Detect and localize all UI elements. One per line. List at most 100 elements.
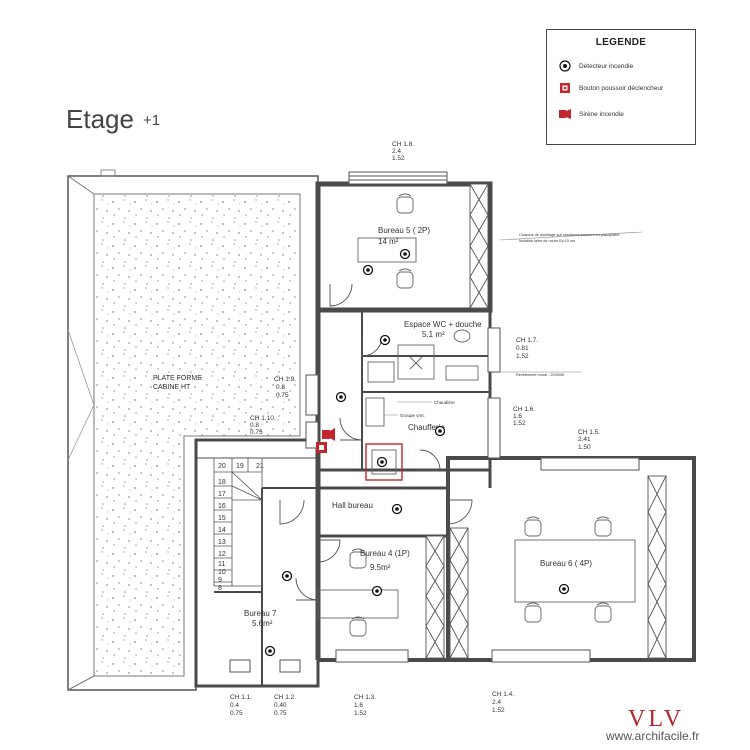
window-label-ch16: CH 1.6. — [513, 406, 535, 413]
window-label-ch17: CH 1.7. — [516, 337, 538, 344]
room-name-bureau7: Bureau 7 — [244, 609, 277, 618]
smoke-detector-icon — [434, 425, 446, 437]
room-labels: Bureau 5 ( 2P) 14 m² Espace WC + douche … — [244, 226, 592, 628]
room-name-bureau4: Bureau 4 (1P) — [360, 549, 410, 558]
window-dim-ch11: 0.75 — [230, 710, 243, 717]
window-dim-ch17: 1.52 — [516, 353, 529, 360]
stair-number: 11 — [218, 561, 225, 568]
window-dim-ch14: 2.4 — [492, 699, 501, 706]
siren-icon — [557, 107, 573, 121]
window-dim-ch19: 0.75 — [276, 392, 289, 399]
annotation-doublage: Cloisons de doublage sur ossature/pareme… — [519, 233, 619, 237]
call-point-icon — [557, 81, 573, 95]
windows — [229, 171, 640, 673]
stair-number: 9 — [218, 577, 222, 584]
stair-number: 14 — [218, 527, 226, 534]
window-dim-ch13: 1.6 — [354, 702, 363, 709]
smoke-detector-icon — [558, 583, 570, 595]
page-title: Etage — [66, 104, 134, 134]
stair-number: 16 — [218, 503, 226, 510]
stair-number: 12 — [218, 551, 226, 558]
smoke-detector-icon — [362, 264, 374, 276]
window-dim-ch16: 1.6 — [513, 413, 522, 420]
platform-label-1: PLATE FORME — [153, 375, 202, 382]
smoke-detector-icon — [379, 334, 391, 346]
fire-safety-devices — [264, 248, 570, 657]
siren-icon — [322, 428, 335, 441]
window-dim-ch13: 1.52 — [354, 710, 367, 717]
window-label-ch110: CH 1.10. — [250, 415, 276, 422]
site-url[interactable]: www.archifacile.fr — [606, 729, 700, 743]
call-point-icon — [316, 442, 327, 453]
smoke-detector-icon — [371, 585, 383, 597]
platform-label-2: CABINE HT — [153, 384, 191, 391]
annotations: Cloisons de doublage sur ossature/pareme… — [384, 231, 643, 418]
window-dim-ch19: 0.8 — [276, 384, 285, 391]
window-dim-ch110: 0.75 — [250, 429, 263, 436]
stair-number: 19 — [236, 463, 244, 470]
window-dim-ch14: 1.52 — [492, 707, 505, 714]
window-dim-ch12: 0.75 — [274, 710, 287, 717]
window-dim-ch16: 1.52 — [513, 420, 526, 427]
room-name-hall: Hall bureau — [332, 501, 373, 510]
stair-numbers: 19 20 21 18 17 16 15 14 13 12 11 10 9 8 — [218, 463, 264, 592]
window-dim-ch15: 1.50 — [578, 444, 591, 451]
legend-label: Sirène incendie — [579, 110, 624, 118]
room-area-bureau7: 5.6m² — [252, 619, 273, 628]
window-dim-ch11: 0.4 — [230, 702, 239, 709]
room-name-bureau5: Bureau 5 ( 2P) — [378, 226, 430, 235]
room-name-wc: Espace WC + douche — [404, 320, 482, 329]
window-labels: CH 1.8. 2.4 1.52 CH 1.7. 0.81 1.52 CH 1.… — [230, 141, 600, 717]
window-dim-ch17: 0.81 — [516, 345, 529, 352]
room-area-bureau4: 9.5m² — [370, 563, 391, 572]
legend-item-smoke-detector: Détecteur incendie — [557, 59, 633, 73]
room-area-wc: 5.1 m² — [422, 330, 445, 339]
window-label-ch19: CH 1.9. — [274, 376, 296, 383]
annotation-groupe-vmc: Groupe vmc — [400, 413, 425, 418]
stair-number: 20 — [218, 463, 226, 470]
smoke-detector-icon — [281, 570, 293, 582]
room-name-chaufferie: Chaufferie — [408, 423, 445, 432]
doors — [279, 283, 473, 601]
window-dim-ch15: 2.41 — [578, 436, 591, 443]
window-label-ch12: CH 1.2. — [274, 694, 296, 701]
stair-number: 18 — [218, 479, 226, 486]
legend-item-siren: Sirène incendie — [557, 107, 624, 121]
stair-number: 15 — [218, 515, 226, 522]
smoke-detector-icon — [376, 456, 388, 468]
window-label-ch11: CH 1.1. — [230, 694, 252, 701]
window-dim-ch18: 1.52 — [392, 155, 405, 162]
stair-number: 10 — [218, 569, 226, 576]
window-dim-ch110: 0.8 — [250, 422, 259, 429]
legend-title: LEGENDE — [595, 37, 647, 48]
legend-label: Bouton poussoir déclencheur — [579, 84, 664, 92]
room-area-bureau5: 14 m² — [378, 237, 399, 246]
stair-number: 17 — [218, 491, 226, 498]
annotation-revetement: Revêtement mural - 20/300E — [516, 373, 565, 377]
platform-area: PLATE FORME CABINE HT — [67, 169, 319, 691]
window-label-ch13: CH 1.3. — [354, 694, 376, 701]
smoke-detector-icon — [335, 391, 347, 403]
annotation-chaudiere: Chaudière — [434, 400, 455, 405]
window-dim-ch18: 2.4 — [392, 148, 401, 155]
window-dim-ch12: 0.40 — [274, 702, 287, 709]
page-title-superscript: +1 — [143, 112, 161, 129]
legend-item-call-point: Bouton poussoir déclencheur — [557, 81, 663, 95]
room-name-bureau6: Bureau 6 ( 4P) — [540, 559, 592, 568]
window-label-ch15: CH 1.5. — [578, 429, 600, 436]
legend-label: Détecteur incendie — [579, 62, 634, 70]
legend-box: LEGENDE Détecteur incendie Bouton pousso… — [546, 29, 696, 145]
staircase — [213, 457, 263, 587]
window-label-ch14: CH 1.4. — [492, 691, 514, 698]
furniture — [317, 193, 636, 637]
smoke-detector-icon — [264, 645, 276, 657]
smoke-detector-icon — [391, 503, 403, 515]
smoke-detector-icon — [399, 248, 411, 260]
annotation-isolation: Isolation laine de roche Ep.10 cm — [519, 239, 575, 243]
stair-number: 13 — [218, 539, 226, 546]
stair-number: 8 — [218, 585, 222, 592]
brand-logo: VLV — [628, 706, 685, 732]
stair-number: 21 — [256, 463, 264, 470]
smoke-detector-icon — [557, 59, 573, 73]
